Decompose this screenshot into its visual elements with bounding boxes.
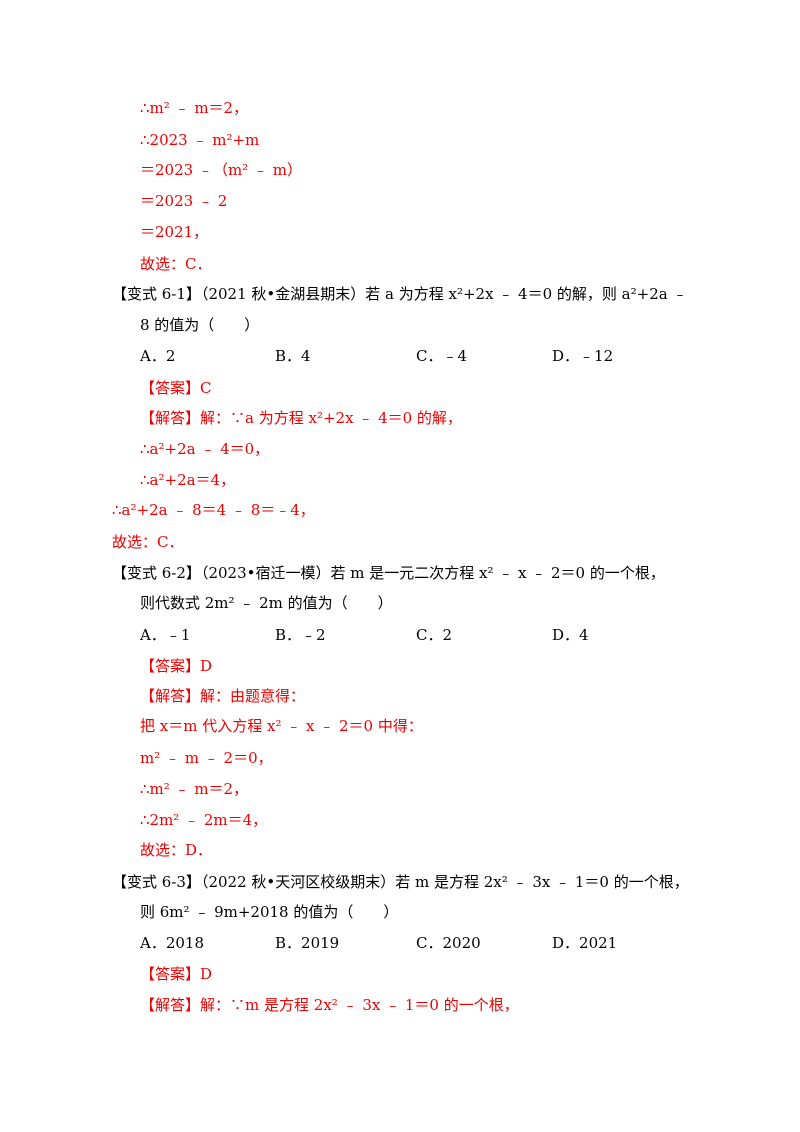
option-c: C．2020 [416,934,481,952]
option-c: C．﹣4 [416,347,468,365]
problem-tag: 【变式 6-2】 [112,564,201,582]
solution-line: 【解答】解：∵m 是方程 2x² ﹣ 3x ﹣ 1＝0 的一个根， [140,995,519,1015]
problem-6-1-stem-line1: 【变式 6-1】（2021 秋•金湖县期末）若 a 为方程 x²+2x ﹣ 4＝… [112,284,687,304]
solution-line: ∴2m² ﹣ 2m＝4， [140,811,268,829]
solution-line: ∴m² ﹣ m＝2， [140,780,249,798]
solution-line: ∴a²+2a ﹣ 4＝0， [140,440,270,458]
problem-stem: 若 m 是一元二次方程 x² ﹣ x ﹣ 2＝0 的一个根， [330,564,665,582]
option-a: A．2018 [140,934,205,952]
solution-label: 【解答】 [140,409,201,427]
solution-line: ∴a²+2a ﹣ 8＝4 ﹣ 8＝﹣4， [112,501,315,519]
solution-line: 故选：C． [140,255,212,273]
solution-line: 把 x＝m 代入方程 x² ﹣ x ﹣ 2＝0 中得： [140,717,423,735]
answer-value: C [200,379,212,397]
problem-stem: 若 a 为方程 x²+2x ﹣ 4＝0 的解，则 a²+2a ﹣ [365,285,688,303]
solution-label: 【解答】 [140,996,201,1014]
problem-6-2-stem-line2: 则代数式 2m² ﹣ 2m 的值为（ ） [140,594,393,612]
answer-label: 【答案】 [140,379,201,397]
solution-text: 解：∵m 是方程 2x² ﹣ 3x ﹣ 1＝0 的一个根， [200,996,519,1014]
problem-source: （2023•宿迁一模） [200,564,331,582]
problem-tag: 【变式 6-1】 [112,285,201,303]
option-a: A．﹣1 [140,626,191,644]
problem-6-3-stem-line1: 【变式 6-3】（2022 秋•天河区校级期末）若 m 是方程 2x² ﹣ 3x… [112,872,689,892]
solution-line: 故选：D． [140,841,213,859]
answer-line: 【答案】D [140,964,212,984]
solution-line: ＝2021， [140,223,209,241]
solution-text: 解：由题意得： [200,687,306,705]
answer-line: 【答案】C [140,378,212,398]
problem-source: （2021 秋•金湖县期末） [200,285,366,303]
problem-6-1-stem-line2: 8 的值为（ ） [140,316,260,334]
solution-line: ＝2023 ﹣ 2 [140,192,228,210]
option-b: B．﹣2 [275,626,326,644]
answer-value: D [200,657,213,675]
problem-6-3-stem-line2: 则 6m² ﹣ 9m+2018 的值为（ ） [140,903,399,921]
solution-line: ∴2023 ﹣ m²+m [140,131,260,149]
solution-line: ＝2023 ﹣（m² ﹣ m） [140,161,302,179]
option-a: A．2 [140,347,176,365]
problem-6-2-stem-line1: 【变式 6-2】（2023•宿迁一模）若 m 是一元二次方程 x² ﹣ x ﹣ … [112,563,665,583]
solution-line: m² ﹣ m ﹣ 2＝0， [140,749,273,767]
solution-line: 故选：C． [112,533,184,551]
option-d: D．4 [552,626,589,644]
problem-stem: 若 m 是方程 2x² ﹣ 3x ﹣ 1＝0 的一个根， [395,873,689,891]
solution-line: 【解答】解：由题意得： [140,686,305,706]
problem-source: （2022 秋•天河区校级期末） [200,873,396,891]
solution-line: ∴a²+2a＝4， [140,471,236,489]
option-b: B．2019 [275,934,340,952]
answer-value: D [200,965,213,983]
answer-line: 【答案】D [140,656,212,676]
solution-label: 【解答】 [140,687,201,705]
answer-label: 【答案】 [140,657,201,675]
answer-label: 【答案】 [140,965,201,983]
option-d: D．﹣12 [552,347,614,365]
option-b: B．4 [275,347,311,365]
problem-tag: 【变式 6-3】 [112,873,201,891]
option-d: D．2021 [552,934,618,952]
solution-line: 【解答】解：∵a 为方程 x²+2x ﹣ 4＝0 的解， [140,408,462,428]
solution-line: ∴m² ﹣ m＝2， [140,99,249,117]
option-c: C．2 [416,626,453,644]
solution-text: 解：∵a 为方程 x²+2x ﹣ 4＝0 的解， [200,409,462,427]
